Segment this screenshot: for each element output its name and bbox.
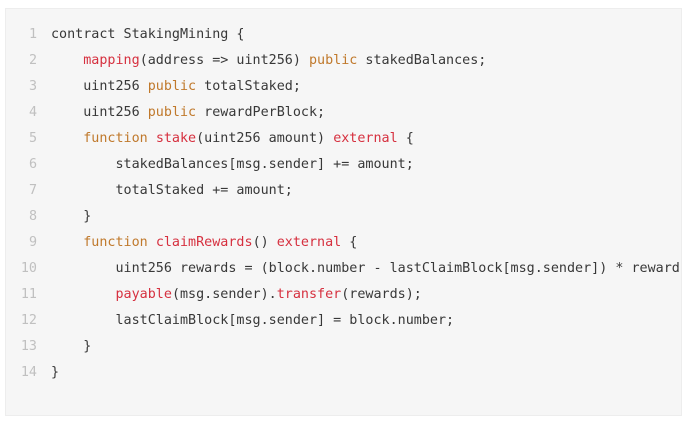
code-lines: 1 contract StakingMining { 2 mapping(addre… [6,22,681,386]
code-line: 2 mapping(address => uint256) public sta… [6,48,681,74]
code-token: { [341,235,358,250]
code-token: uint256 rewards = (block.number - lastCl… [115,261,681,276]
line-number: 5 [28,131,37,146]
line-number: 3 [28,79,37,94]
code-text: mapping(address => uint256) public stake… [51,48,486,74]
keyword-token: transfer [276,287,342,302]
code-text: lastClaimBlock[msg.sender] = block.numbe… [51,308,454,334]
code-text: contract StakingMining { [51,22,244,48]
code-text: stakedBalances[msg.sender] += amount; [51,152,414,178]
code-text: uint256 public totalStaked; [51,74,301,100]
modifier-token: public [309,53,358,68]
code-token: stakedBalances; [357,53,487,68]
modifier-token: public [147,105,197,120]
code-line: 7 totalStaked += amount; [6,178,681,204]
code-text: uint256 rewards = (block.number - lastCl… [51,256,681,282]
code-line: 8 } [6,204,681,230]
line-number: 10 [20,261,37,276]
code-token: (msg.sender). [171,287,277,302]
code-token: () [252,235,277,250]
keyword-token: stake [155,131,197,146]
code-text: function stake(uint256 amount) external … [51,126,414,152]
code-line: 1 contract StakingMining { [6,22,681,48]
code-line: 14} [6,360,681,386]
code-token: { [397,131,414,146]
code-block: 1 contract StakingMining { 2 mapping(addre… [5,8,682,416]
code-text: payable(msg.sender).transfer(rewards); [51,282,422,308]
code-text: } [51,360,59,386]
code-token [148,131,156,146]
code-text: totalStaked += amount; [51,178,293,204]
code-text: uint256 public rewardPerBlock; [51,100,325,126]
code-token: totalStaked; [196,79,301,94]
code-line: 6 stakedBalances[msg.sender] += amount; [6,152,681,178]
keyword-token: external [333,131,398,146]
line-number: 6 [28,157,37,172]
code-token [51,287,116,302]
code-token: } [51,365,60,380]
code-line: 13 } [6,334,681,360]
code-line: 5 function stake(uint256 amount) externa… [6,126,681,152]
modifier-token: function [83,131,148,146]
line-number: 2 [28,53,37,68]
code-line: 11 payable(msg.sender).transfer(rewards)… [6,282,681,308]
code-token: totalStaked += amount; [51,183,293,198]
line-number: 4 [28,105,37,120]
code-token: (uint256 amount) [196,131,334,146]
keyword-token: payable [115,287,172,302]
code-line: 4 uint256 public rewardPerBlock; [6,100,681,126]
keyword-token: external [276,235,342,250]
keyword-token: claimRewards [155,235,253,250]
line-number: 1 [28,27,37,42]
code-text: } [51,204,91,230]
line-number: 8 [28,209,37,224]
code-token: (address => uint256) [139,53,309,68]
line-number: 11 [20,287,37,302]
code-token [148,235,156,250]
code-text: function claimRewards() external { [51,230,357,256]
code-text: } [51,334,91,360]
code-token: stakedBalances[msg.sender] += amount; [51,157,414,172]
code-token [51,53,83,68]
code-token: } [51,339,92,354]
line-number: 12 [20,313,37,328]
line-number: 9 [28,235,37,250]
code-token [51,131,83,146]
code-token: lastClaimBlock[msg.sender] = block.numbe… [51,313,455,328]
line-number: 13 [20,339,37,354]
code-line: 3 uint256 public totalStaked; [6,74,681,100]
modifier-token: public [147,79,197,94]
code-token: } [51,209,92,224]
line-number: 14 [20,365,37,380]
code-line: 10 uint256 rewards = (block.number - las… [6,256,681,282]
code-token: rewardPerBlock; [196,105,326,120]
code-token: uint256 [51,105,148,120]
code-token: contract StakingMining { [51,27,245,42]
code-line: 9 function claimRewards() external { [6,230,681,256]
code-token [51,235,83,250]
code-token: (rewards); [341,287,422,302]
line-number: 7 [28,183,37,198]
code-token: uint256 [51,79,148,94]
modifier-token: function [83,235,148,250]
code-line: 12 lastClaimBlock[msg.sender] = block.nu… [6,308,681,334]
keyword-token: mapping [83,53,140,68]
